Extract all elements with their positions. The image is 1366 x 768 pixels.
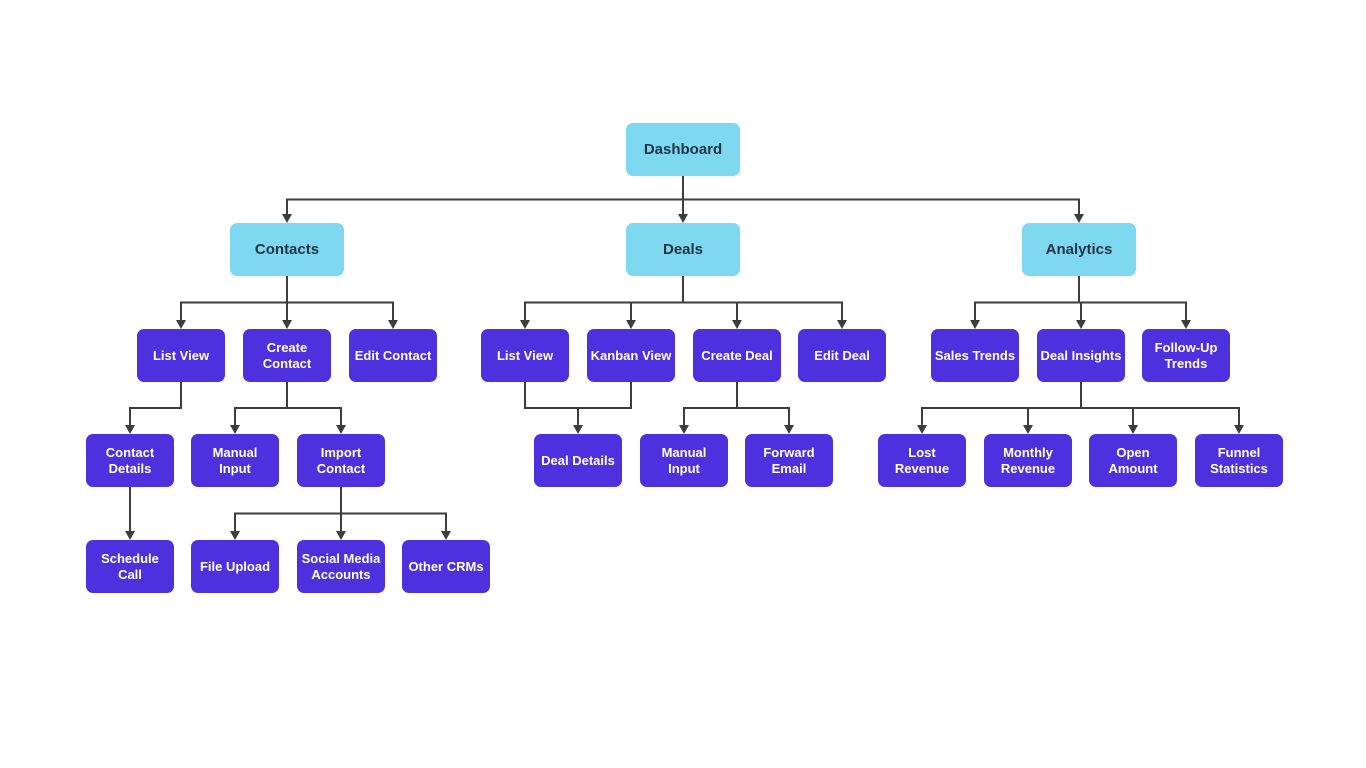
node-label: List View	[496, 347, 554, 363]
connector-arrowhead	[626, 320, 636, 329]
node-import-contact[interactable]: Import Contact	[297, 434, 385, 487]
node-create-deal[interactable]: Create Deal	[693, 329, 781, 382]
node-label: Sales Trends	[934, 347, 1016, 363]
node-create-contact[interactable]: Create Contact	[243, 329, 331, 382]
node-contacts-manual-input[interactable]: Manual Input	[191, 434, 279, 487]
connector-arrowhead	[1076, 320, 1086, 329]
node-deals-list-view[interactable]: List View	[481, 329, 569, 382]
connector-arrowhead	[678, 214, 688, 223]
node-label: Create Deal	[701, 347, 773, 363]
connector-arrowhead	[520, 320, 530, 329]
node-label: Manual Input	[212, 444, 258, 476]
node-label: Create Contact	[262, 339, 312, 371]
node-lost-revenue[interactable]: Lost Revenue	[878, 434, 966, 487]
connector-arrowhead	[732, 320, 742, 329]
node-analytics[interactable]: Analytics	[1022, 223, 1136, 276]
connector-arrowhead	[784, 425, 794, 434]
node-label: Follow-Up Trends	[1154, 339, 1218, 371]
connector-arrowhead	[125, 531, 135, 540]
node-label: Dashboard	[643, 140, 723, 158]
node-contacts[interactable]: Contacts	[230, 223, 344, 276]
connector-arrowhead	[573, 425, 583, 434]
connector-arrowhead	[336, 425, 346, 434]
node-label: Contacts	[254, 240, 320, 258]
connector-arrowhead	[336, 531, 346, 540]
node-label: Deal Details	[541, 452, 615, 468]
node-label: List View	[152, 347, 210, 363]
node-label: Deal Insights	[1040, 347, 1122, 363]
node-contact-details[interactable]: Contact Details	[86, 434, 174, 487]
connector-arrowhead	[1023, 425, 1033, 434]
node-open-amount[interactable]: Open Amount	[1089, 434, 1177, 487]
connector-arrowhead	[441, 531, 451, 540]
node-label: Deals	[662, 240, 704, 258]
connector-arrowhead	[1128, 425, 1138, 434]
node-deals[interactable]: Deals	[626, 223, 740, 276]
node-label: Analytics	[1045, 240, 1113, 258]
node-kanban-view[interactable]: Kanban View	[587, 329, 675, 382]
node-label: Schedule Call	[101, 550, 159, 582]
connector-arrowhead	[917, 425, 927, 434]
node-edit-deal[interactable]: Edit Deal	[798, 329, 886, 382]
node-label: Monthly Revenue	[1000, 444, 1056, 476]
node-contacts-list-view[interactable]: List View	[137, 329, 225, 382]
node-label: Kanban View	[590, 347, 672, 363]
connector-arrowhead	[230, 425, 240, 434]
node-label: Social Media Accounts	[301, 550, 381, 582]
connector-arrowhead	[970, 320, 980, 329]
connector-arrowhead	[230, 531, 240, 540]
connector-arrowhead	[1234, 425, 1244, 434]
node-monthly-revenue[interactable]: Monthly Revenue	[984, 434, 1072, 487]
node-label: Edit Deal	[814, 347, 870, 363]
node-deals-manual-input[interactable]: Manual Input	[640, 434, 728, 487]
node-label: Other CRMs	[408, 558, 484, 574]
node-social-media-accounts[interactable]: Social Media Accounts	[297, 540, 385, 593]
node-schedule-call[interactable]: Schedule Call	[86, 540, 174, 593]
node-deal-insights[interactable]: Deal Insights	[1037, 329, 1125, 382]
node-label: Forward Email	[763, 444, 815, 476]
node-label: Lost Revenue	[894, 444, 950, 476]
connector-arrowhead	[679, 425, 689, 434]
node-deal-details[interactable]: Deal Details	[534, 434, 622, 487]
node-funnel-statistics[interactable]: Funnel Statistics	[1195, 434, 1283, 487]
connector-arrowhead	[282, 214, 292, 223]
node-label: Contact Details	[105, 444, 155, 476]
node-sales-trends[interactable]: Sales Trends	[931, 329, 1019, 382]
connector-arrowhead	[176, 320, 186, 329]
connector-arrowhead	[282, 320, 292, 329]
node-edit-contact[interactable]: Edit Contact	[349, 329, 437, 382]
connector-arrowhead	[1181, 320, 1191, 329]
node-label: Edit Contact	[354, 347, 432, 363]
connector-arrowhead	[837, 320, 847, 329]
node-label: Funnel Statistics	[1210, 444, 1268, 476]
node-label: File Upload	[199, 558, 271, 574]
connector-arrowhead	[1074, 214, 1084, 223]
node-follow-up-trends[interactable]: Follow-Up Trends	[1142, 329, 1230, 382]
node-file-upload[interactable]: File Upload	[191, 540, 279, 593]
node-label: Import Contact	[316, 444, 366, 476]
connector-arrowhead	[125, 425, 135, 434]
node-forward-email[interactable]: Forward Email	[745, 434, 833, 487]
node-label: Open Amount	[1108, 444, 1158, 476]
connector-arrowhead	[388, 320, 398, 329]
node-label: Manual Input	[661, 444, 707, 476]
node-dashboard[interactable]: Dashboard	[626, 123, 740, 176]
node-other-crms[interactable]: Other CRMs	[402, 540, 490, 593]
